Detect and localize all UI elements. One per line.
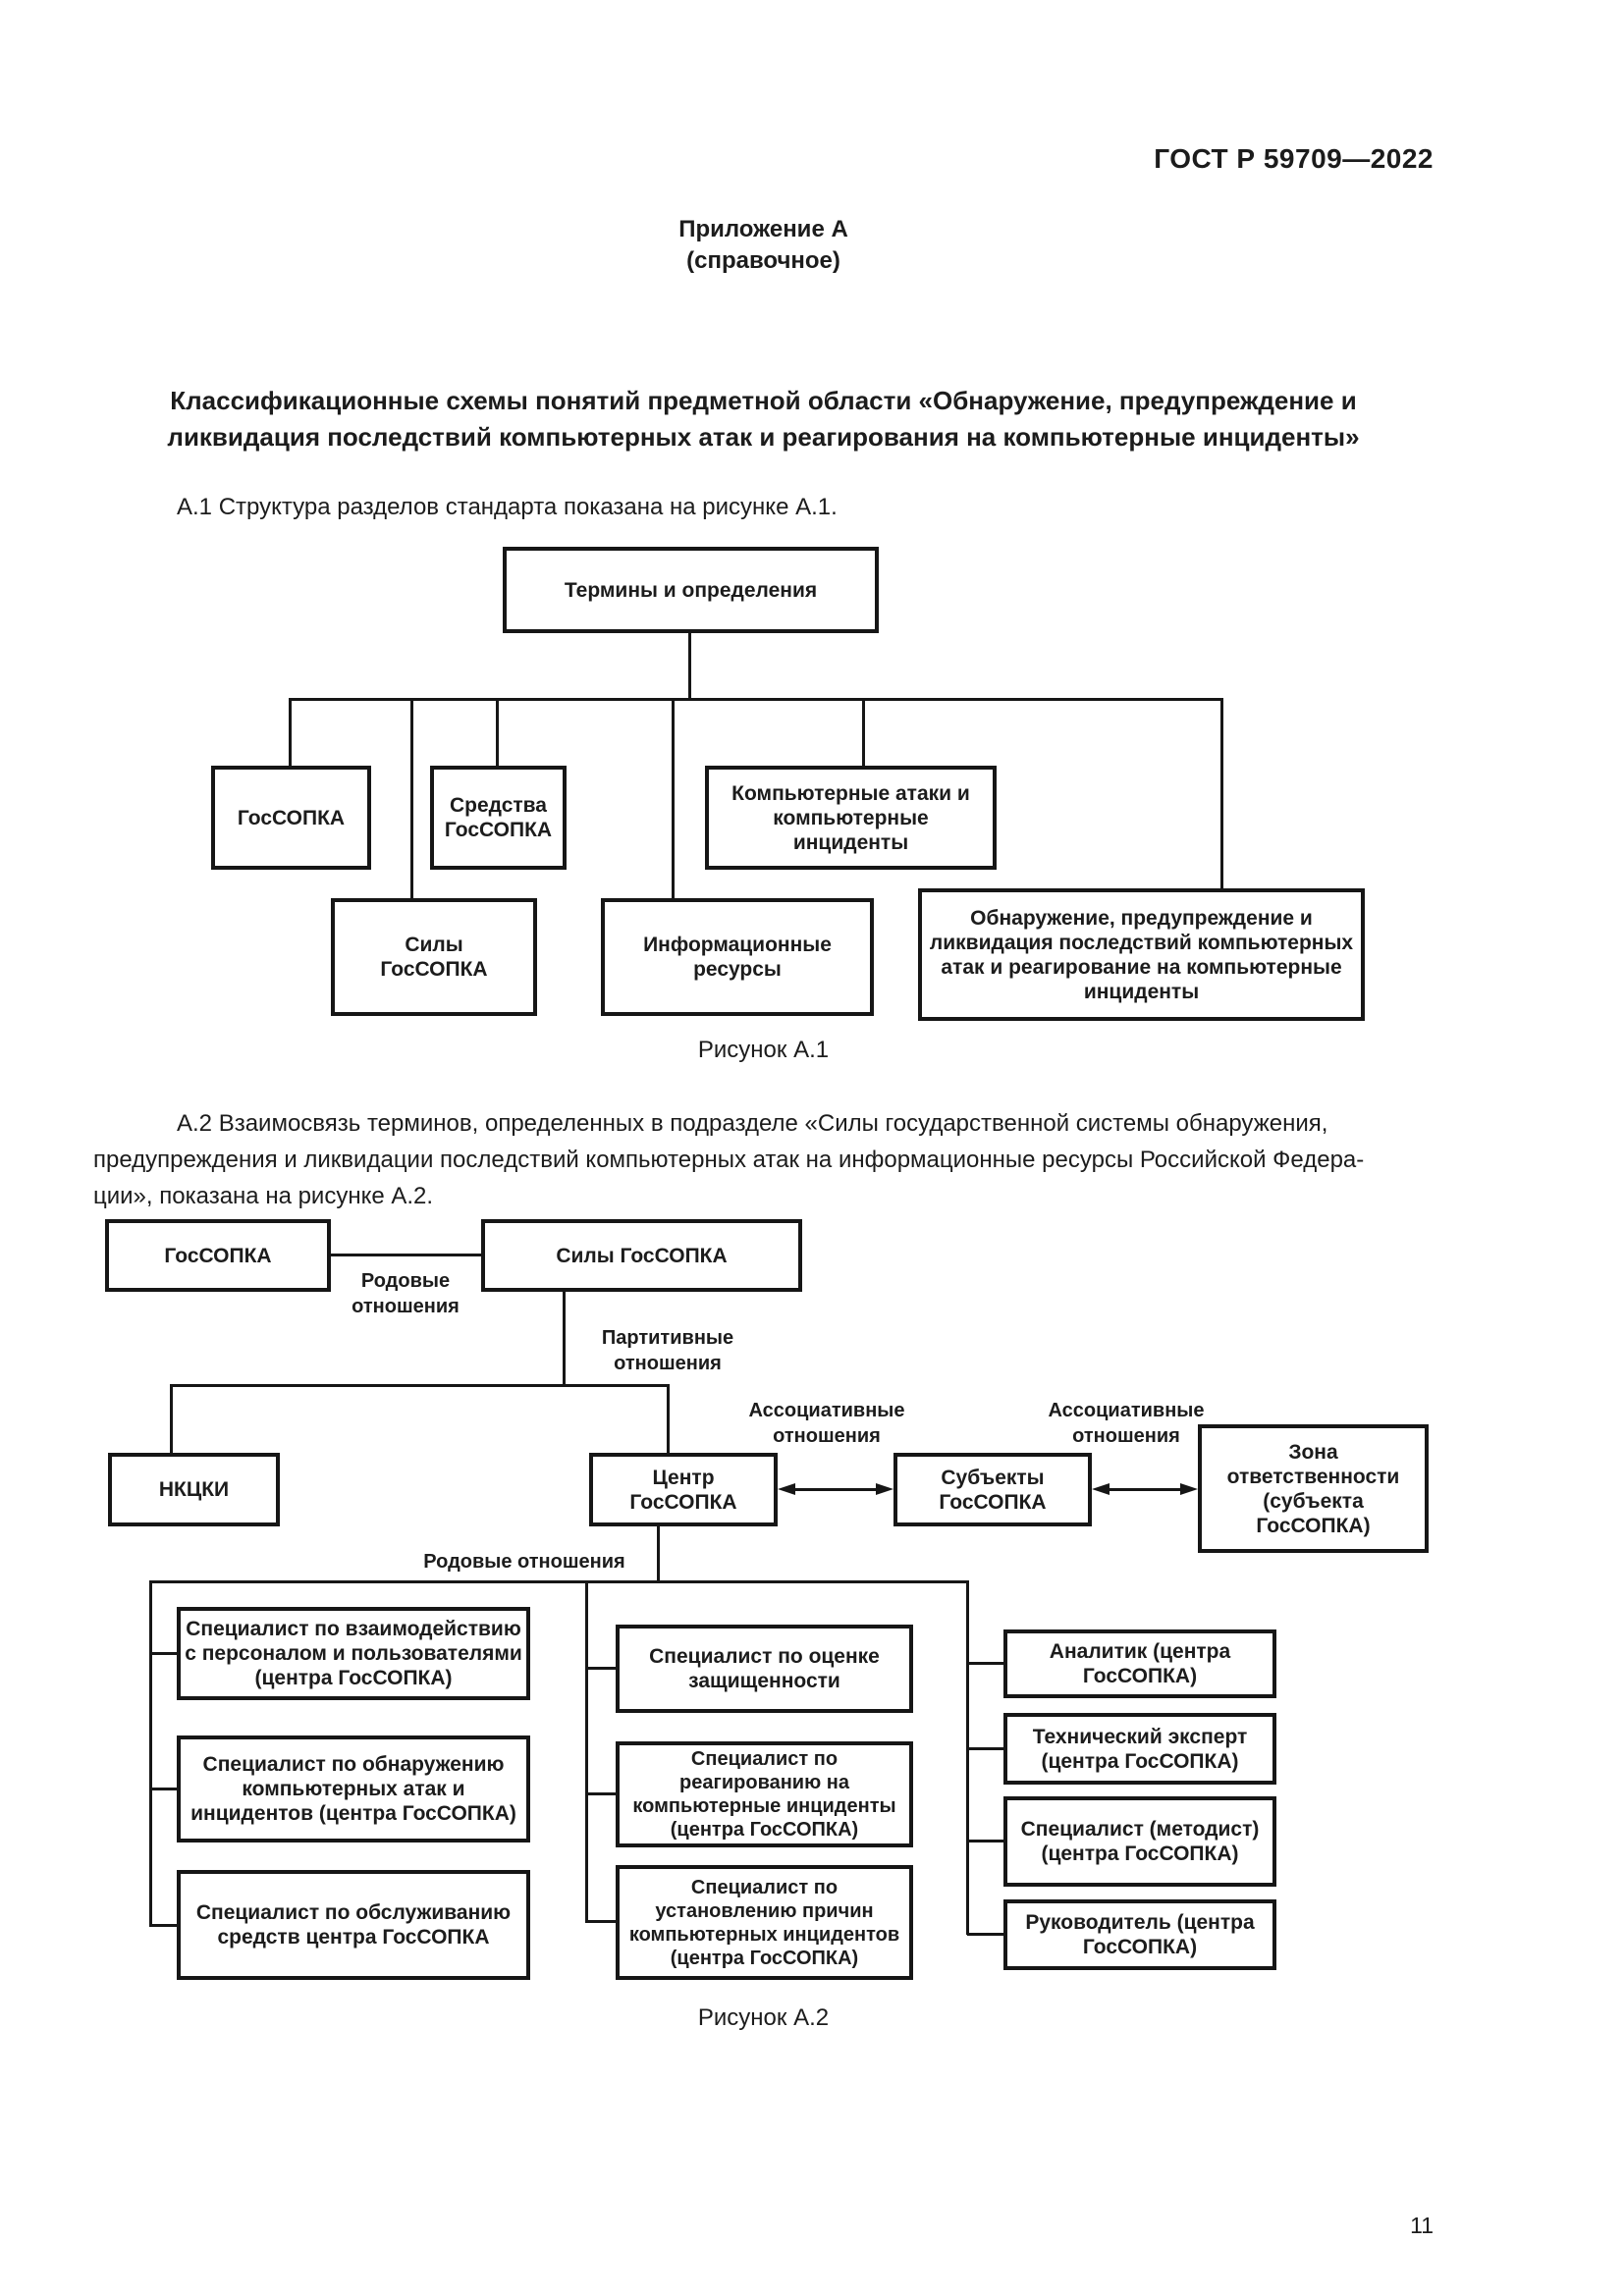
page-number: 11 bbox=[1410, 2213, 1434, 2238]
fig2-box-methodist: Специалист (методист) (центра ГосСОПКА) bbox=[1003, 1796, 1276, 1887]
fig2-assoc-arrow-2 bbox=[1092, 1481, 1198, 1497]
connector-line bbox=[966, 1580, 969, 1935]
fig2-box-spec-cause: Специалист по установлению причин компью… bbox=[616, 1865, 913, 1980]
standard-number: ГОСТ Р 59709—2022 bbox=[1154, 143, 1434, 174]
connector-line bbox=[967, 1662, 1003, 1665]
appendix-kind: (справочное) bbox=[686, 247, 840, 274]
fig2-box-analyst: Аналитик (центра ГосСОПКА) bbox=[1003, 1629, 1276, 1698]
arrowhead-icon bbox=[1180, 1483, 1198, 1495]
fig2-box-spec-service: Специалист по обслуживанию средств центр… bbox=[177, 1870, 530, 1980]
connector-line bbox=[149, 1580, 152, 1927]
connector-line bbox=[586, 1667, 616, 1670]
arrowhead-icon bbox=[778, 1483, 795, 1495]
connector-line bbox=[1220, 698, 1223, 888]
fig2-label-rodovye-bottom: Родовые отношения bbox=[423, 1551, 625, 1573]
fig2-box-sily-gossopka: Силы ГосСОПКА bbox=[481, 1219, 802, 1292]
connector-line bbox=[149, 1580, 969, 1583]
connector-line bbox=[563, 1292, 566, 1386]
connector-line bbox=[170, 1384, 173, 1453]
appendix-label: Приложение А bbox=[678, 216, 848, 242]
connector-line bbox=[585, 1580, 588, 1923]
fig2-assoc-arrow-1 bbox=[778, 1481, 893, 1497]
arrowhead-icon bbox=[876, 1483, 893, 1495]
connector-line bbox=[586, 1920, 616, 1923]
figure-a1-caption: Рисунок А.1 bbox=[697, 1037, 830, 1063]
connector-line bbox=[672, 698, 675, 898]
fig2-box-gossopka: ГосСОПКА bbox=[105, 1219, 331, 1292]
section-title: Классификационные схемы понятий предметн… bbox=[167, 386, 1360, 452]
fig1-box-sredstva-gossopka: Средства ГосСОПКА bbox=[430, 766, 567, 870]
connector-line bbox=[967, 1747, 1003, 1750]
connector-line bbox=[862, 698, 865, 766]
connector-line bbox=[150, 1788, 177, 1790]
connector-line bbox=[331, 1254, 481, 1256]
fig2-box-centr-gossopka: Центр ГосСОПКА bbox=[589, 1453, 778, 1526]
fig2-box-spec-response: Специалист по реагированию на компьютерн… bbox=[616, 1741, 913, 1847]
fig2-box-head: Руководитель (центра ГосСОПКА) bbox=[1003, 1899, 1276, 1970]
connector-line bbox=[967, 1933, 1003, 1936]
connector-line bbox=[289, 698, 1223, 701]
fig2-label-partitivnye: Партитивные отношения bbox=[601, 1327, 734, 1374]
fig2-label-assoc-1: Ассоциативные отношения bbox=[748, 1400, 905, 1447]
connector-line bbox=[289, 698, 292, 766]
fig1-box-terms: Термины и определения bbox=[503, 547, 879, 633]
fig1-box-sily-gossopka: Силы ГосСОПКА bbox=[331, 898, 537, 1016]
arrowhead-icon bbox=[1092, 1483, 1110, 1495]
connector-line bbox=[150, 1652, 177, 1655]
fig1-box-info-resources: Информационные ресурсы bbox=[601, 898, 874, 1016]
fig2-box-spec-detection: Специалист по обнаружению компьютерных а… bbox=[177, 1735, 530, 1842]
arrow-shaft bbox=[1110, 1487, 1180, 1491]
connector-line bbox=[170, 1384, 670, 1387]
fig2-label-rodovye-top: Родовые отношения bbox=[352, 1270, 460, 1317]
fig2-label-assoc-2: Ассоциативные отношения bbox=[1048, 1400, 1205, 1447]
arrow-shaft bbox=[795, 1487, 876, 1491]
fig2-box-spec-assessment: Специалист по оценке защищенности bbox=[616, 1625, 913, 1713]
connector-line bbox=[586, 1792, 616, 1795]
connector-line bbox=[150, 1924, 177, 1927]
fig1-box-detection: Обнаружение, предупреждение и ликвидация… bbox=[918, 888, 1365, 1021]
paragraph-a1: А.1 Структура разделов стандарта показан… bbox=[177, 494, 838, 520]
connector-line bbox=[688, 633, 691, 701]
connector-line bbox=[496, 698, 499, 766]
fig2-box-spec-interaction: Специалист по взаимодействию с персонало… bbox=[177, 1607, 530, 1700]
fig1-box-gossopka: ГосСОПКА bbox=[211, 766, 371, 870]
connector-line bbox=[667, 1384, 670, 1453]
figure-a2-caption: Рисунок А.2 bbox=[697, 2004, 830, 2031]
fig2-box-nkcki: НКЦКИ bbox=[108, 1453, 280, 1526]
connector-line bbox=[657, 1526, 660, 1582]
connector-line bbox=[410, 698, 413, 898]
fig2-box-zona: Зона ответственности (субъекта ГосСОПКА) bbox=[1198, 1424, 1429, 1553]
connector-line bbox=[967, 1840, 1003, 1842]
fig2-box-tech-expert: Технический эксперт (центра ГосСОПКА) bbox=[1003, 1713, 1276, 1785]
fig1-box-computer-attacks: Компьютерные атаки и компьютерные инциде… bbox=[705, 766, 997, 870]
paragraph-a2: А.2 Взаимосвязь терминов, определенных в… bbox=[93, 1110, 1365, 1209]
fig2-box-subjekty-gossopka: Субъекты ГосСОПКА bbox=[893, 1453, 1092, 1526]
